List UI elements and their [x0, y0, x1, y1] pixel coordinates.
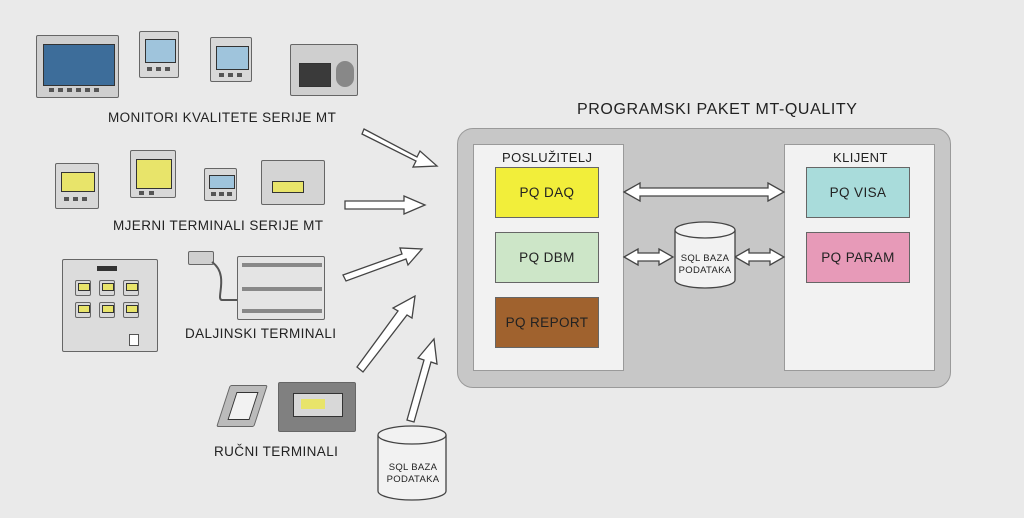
monitor-device-medium	[139, 31, 179, 78]
module-pq-visa: PQ VISA	[806, 167, 910, 218]
monitors-label: MONITORI KVALITETE SERIJE MT	[108, 110, 337, 125]
remote-terminals-label: DALJINSKI TERMINALI	[185, 326, 337, 341]
meter-device-3	[204, 168, 237, 201]
remote-modem-device	[188, 251, 214, 265]
handheld-device-2	[278, 382, 356, 432]
remote-rack-device	[237, 256, 325, 320]
sql-database-source	[377, 425, 447, 501]
module-pq-dbm: PQ DBM	[495, 232, 599, 283]
package-title: PROGRAMSKI PAKET MT-QUALITY	[577, 101, 858, 118]
sql-database-source-line1: SQL BAZA	[388, 462, 438, 473]
meter-device-1	[55, 163, 99, 209]
monitor-device-small	[210, 37, 252, 82]
module-pq-param: PQ PARAM	[806, 232, 910, 283]
server-title: POSLUŽITELJ	[502, 150, 593, 165]
sql-database-source-line2: PODATAKA	[386, 474, 440, 485]
arrow-meters	[344, 195, 427, 215]
sql-database-source-label: SQL BAZA PODATAKA	[378, 462, 448, 486]
sql-database-package-line2: PODATAKA	[678, 265, 732, 276]
module-pq-daq: PQ DAQ	[495, 167, 599, 218]
cabinet-device	[62, 259, 158, 352]
sql-database-package	[674, 221, 736, 289]
arrow-db-param	[733, 247, 786, 267]
meters-label: MJERNI TERMINALI SERIJE MT	[113, 218, 324, 233]
arrow-database	[406, 337, 438, 423]
arrow-daq-visa	[622, 181, 786, 203]
handheld-terminals-label: RUČNI TERMINALI	[214, 444, 339, 459]
arrow-monitors	[361, 128, 439, 168]
client-title: KLIJENT	[833, 150, 888, 165]
meter-device-2	[130, 150, 176, 198]
arrow-remote	[342, 247, 424, 282]
arrow-dbm-db	[622, 247, 675, 267]
module-pq-report: PQ REPORT	[495, 297, 599, 348]
arrow-handheld	[356, 294, 416, 373]
monitor-device-large	[36, 35, 119, 98]
sql-database-package-line1: SQL BAZA	[680, 253, 730, 264]
sql-database-package-label: SQL BAZA PODATAKA	[675, 253, 735, 277]
meter-device-din	[261, 160, 325, 205]
monitor-device-din	[290, 44, 358, 96]
